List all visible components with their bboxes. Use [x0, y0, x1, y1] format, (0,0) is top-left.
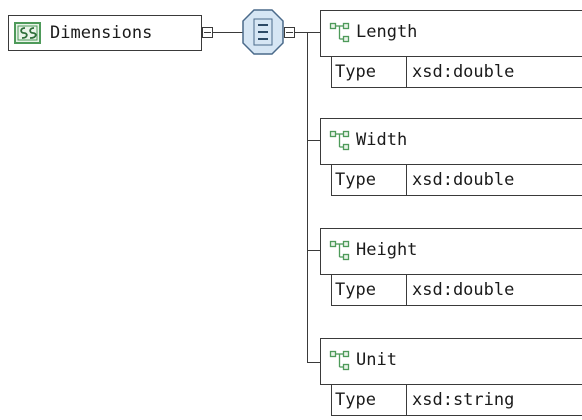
element-type-row: Type xsd:double: [331, 275, 582, 306]
element-type-row: Type xsd:string: [331, 385, 582, 416]
branch-connector: [307, 362, 320, 363]
element-node-height[interactable]: Height Type xsd:double: [320, 228, 582, 310]
complex-type-icon: [14, 22, 41, 44]
element-header[interactable]: Width: [320, 118, 582, 165]
schema-diagram: Dimensions Length Type: [8, 9, 582, 416]
element-icon: [329, 240, 350, 261]
type-value: xsd:double: [412, 62, 515, 82]
element-icon: [329, 130, 350, 151]
complex-type-label: Dimensions: [50, 23, 153, 43]
element-header[interactable]: Length: [320, 10, 582, 57]
element-name: Height: [356, 240, 418, 260]
element-name: Unit: [356, 350, 397, 370]
branch-connector: [307, 140, 320, 141]
type-label: Type: [332, 385, 407, 415]
element-node-width[interactable]: Width Type xsd:double: [320, 118, 582, 200]
type-value: xsd:string: [412, 390, 515, 410]
element-name: Width: [356, 130, 408, 150]
root-connector: [213, 32, 243, 33]
element-name: Length: [356, 22, 418, 42]
element-node-unit[interactable]: Unit Type xsd:string: [320, 338, 582, 420]
element-icon: [329, 350, 350, 371]
type-label: Type: [332, 57, 407, 87]
element-type-row: Type xsd:double: [331, 57, 582, 88]
element-icon: [329, 22, 350, 43]
compositor-collapse-toggle[interactable]: [284, 27, 295, 38]
type-label: Type: [332, 275, 407, 305]
branch-connector: [307, 250, 320, 251]
children-trunk-line: [307, 32, 308, 362]
complex-type-node[interactable]: Dimensions: [8, 15, 202, 51]
type-value: xsd:double: [412, 170, 515, 190]
type-value: xsd:double: [412, 280, 515, 300]
element-header[interactable]: Height: [320, 228, 582, 275]
element-type-row: Type xsd:double: [331, 165, 582, 196]
element-node-length[interactable]: Length Type xsd:double: [320, 10, 582, 92]
type-label: Type: [332, 165, 407, 195]
root-collapse-toggle[interactable]: [202, 27, 213, 38]
element-header[interactable]: Unit: [320, 338, 582, 385]
sequence-compositor-icon[interactable]: [242, 9, 284, 55]
